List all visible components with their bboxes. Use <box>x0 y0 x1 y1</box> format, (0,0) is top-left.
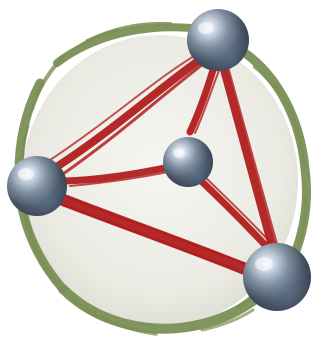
sphere-bottom-right <box>243 243 311 311</box>
sphere-left <box>7 156 67 216</box>
sphere-center <box>163 137 213 187</box>
sphere-top-right <box>187 9 249 71</box>
